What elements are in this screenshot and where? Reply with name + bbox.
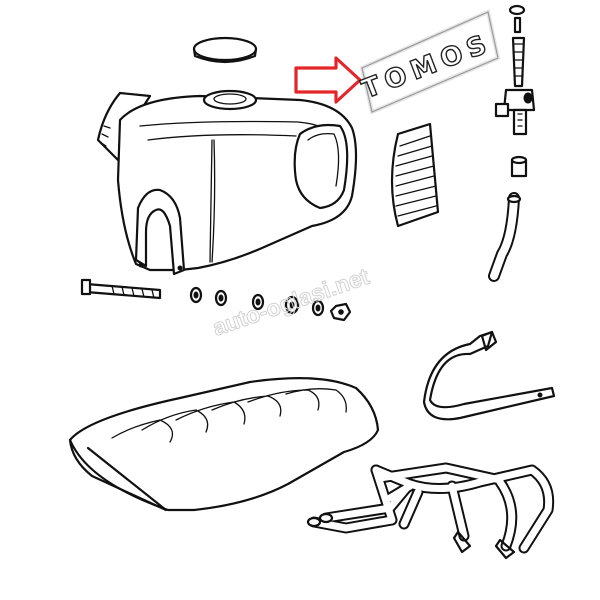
fuel-tap — [494, 4, 536, 136]
seat — [68, 377, 380, 512]
highlight-arrow-icon — [294, 56, 362, 104]
fuel-hose — [488, 192, 522, 282]
luggage-rack — [306, 462, 555, 560]
watermark-text: auto-oglasi.net — [209, 263, 372, 341]
tank-decal: TOMOS — [357, 9, 501, 115]
seat-bracket — [422, 330, 556, 421]
fuel-tank — [96, 89, 358, 276]
fuel-tank-cap — [192, 36, 258, 64]
mounting-bolt — [80, 278, 162, 300]
washers-and-nut — [189, 286, 352, 322]
hose-fitting — [510, 155, 528, 178]
side-grille-panel — [390, 122, 440, 228]
